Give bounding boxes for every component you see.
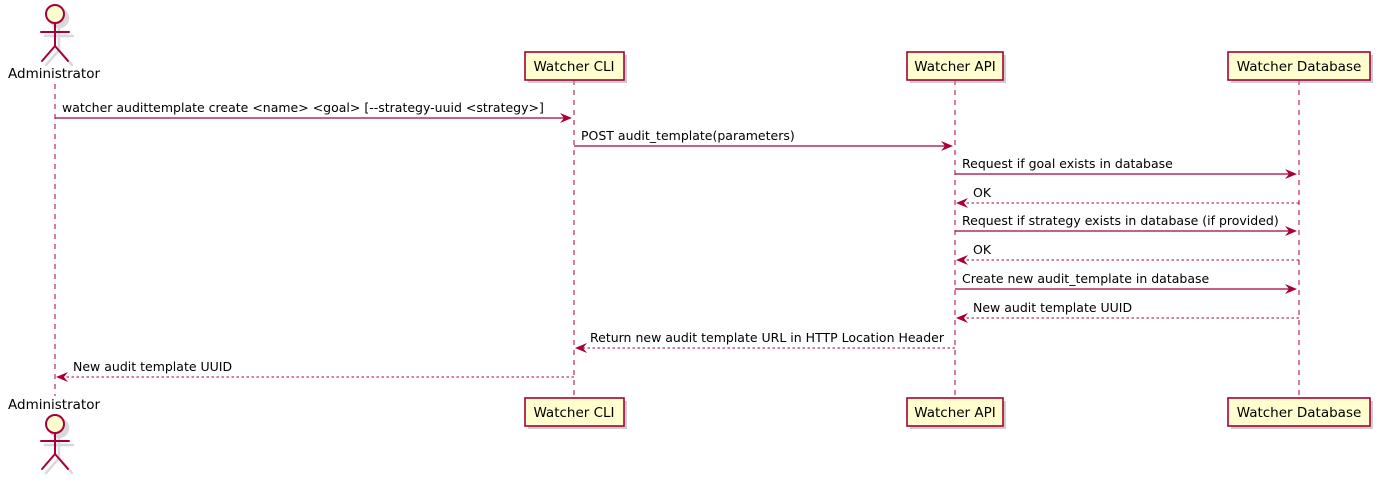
actor-leg-right xyxy=(54,45,69,62)
arrowhead-left xyxy=(956,198,968,208)
message-label: watcher audittemplate create <name> <goa… xyxy=(62,100,544,115)
message-label: New audit template UUID xyxy=(973,300,1132,315)
participant-label: Watcher API xyxy=(914,59,996,75)
actor-administrator-top: Administrator xyxy=(8,4,100,82)
participant-box xyxy=(524,397,625,427)
participant-watcher-api-top: Watcher API xyxy=(906,51,1006,83)
participant-label: Watcher API xyxy=(914,405,996,421)
participant-label: Watcher CLI xyxy=(533,405,614,421)
message-label: Create new audit_template in database xyxy=(962,271,1209,286)
message-9: Return new audit template URL in HTTP Lo… xyxy=(575,330,955,353)
participant-watcher-database-top: Watcher Database xyxy=(1227,51,1373,83)
participant-box xyxy=(906,397,1004,427)
message-1: watcher audittemplate create <name> <goa… xyxy=(55,100,572,123)
message-label: OK xyxy=(973,185,992,200)
arrowhead-right xyxy=(1285,284,1297,294)
actor-label-top: Administrator xyxy=(8,66,100,82)
arrowhead-left xyxy=(956,255,968,265)
message-7: Create new audit_template in database xyxy=(955,271,1297,294)
participant-label: Watcher Database xyxy=(1237,405,1362,421)
participant-box xyxy=(1227,51,1371,81)
participant-watcher-cli-top: Watcher CLI xyxy=(524,51,627,83)
message-4: OK xyxy=(956,185,1299,208)
arrowhead-right xyxy=(560,113,572,123)
arrowhead-left xyxy=(956,313,968,323)
participant-watcher-cli-bottom: Watcher CLI xyxy=(524,397,627,429)
actor-leg-right xyxy=(54,453,69,470)
actor-leg-left xyxy=(41,45,56,62)
arrowhead-left xyxy=(56,372,68,382)
message-5: Request if strategy exists in database (… xyxy=(955,213,1297,236)
actor-head xyxy=(45,4,65,24)
participant-box xyxy=(906,51,1004,81)
message-label: Return new audit template URL in HTTP Lo… xyxy=(590,330,945,345)
arrowhead-right xyxy=(1285,226,1297,236)
participant-box xyxy=(1227,397,1371,427)
message-label: POST audit_template(parameters) xyxy=(581,128,795,143)
participant-watcher-database-bottom: Watcher Database xyxy=(1227,397,1373,429)
actor-leg-left xyxy=(41,453,56,470)
actor-label-bottom: Administrator xyxy=(8,397,100,413)
message-3: Request if goal exists in database xyxy=(955,156,1297,179)
arrowhead-left xyxy=(575,343,587,353)
participant-label: Watcher Database xyxy=(1237,59,1362,75)
message-label: OK xyxy=(973,242,992,257)
message-label: Request if strategy exists in database (… xyxy=(962,213,1279,228)
message-10: New audit template UUID xyxy=(56,359,574,382)
actor-head xyxy=(45,414,65,434)
participant-watcher-api-bottom: Watcher API xyxy=(906,397,1006,429)
message-label: Request if goal exists in database xyxy=(962,156,1173,171)
arrowhead-right xyxy=(1285,169,1297,179)
message-label: New audit template UUID xyxy=(73,359,232,374)
actor-administrator-bottom: Administrator xyxy=(8,397,100,475)
participant-box xyxy=(524,51,625,81)
message-8: New audit template UUID xyxy=(956,300,1299,323)
message-2: POST audit_template(parameters) xyxy=(574,128,953,151)
message-6: OK xyxy=(956,242,1299,265)
participant-label: Watcher CLI xyxy=(533,59,614,75)
arrowhead-right xyxy=(941,141,953,151)
